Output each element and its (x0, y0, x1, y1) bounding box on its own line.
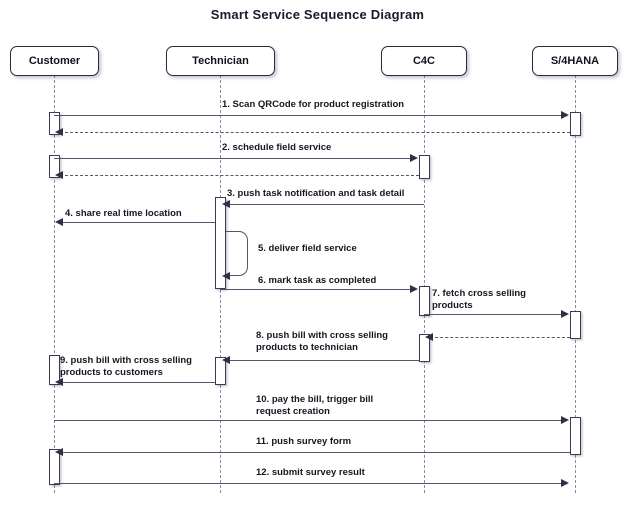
participant-label-s4hana: S/4HANA (550, 55, 600, 67)
participant-technician[interactable]: Technician (166, 46, 275, 76)
activation-s4hana-2 (569, 311, 581, 339)
message-label-12: 12. submit survey result (256, 467, 365, 478)
message-label-11: 11. push survey form (256, 436, 352, 447)
message-arrowhead-7 (561, 310, 569, 318)
message-arrowhead-1-return (55, 128, 63, 136)
participant-label-customer: Customer (28, 55, 81, 67)
message-label-10: 10. pay the bill, trigger bill request c… (256, 394, 374, 417)
message-line-7-return[interactable] (430, 337, 570, 338)
message-arrowhead-5 (222, 272, 230, 280)
message-line-2-return[interactable] (60, 175, 419, 176)
lifeline-c4c (424, 75, 425, 493)
message-arrowhead-8 (222, 356, 230, 364)
message-label-4: 4. share real time location (65, 208, 182, 219)
message-label-5: 5. deliver field service (258, 243, 357, 254)
message-line-6[interactable] (220, 289, 415, 290)
message-line-10[interactable] (54, 420, 566, 421)
message-arrowhead-2-return (55, 171, 63, 179)
message-arrowhead-11 (55, 448, 63, 456)
message-line-9[interactable] (60, 382, 215, 383)
message-selfloop-5[interactable] (226, 231, 248, 276)
message-arrowhead-4 (55, 218, 63, 226)
participant-label-c4c: C4C (412, 55, 435, 67)
message-line-1[interactable] (54, 115, 566, 116)
message-arrowhead-2 (410, 154, 418, 162)
message-label-2: 2. schedule field service (222, 142, 332, 153)
activation-customer-3 (48, 355, 60, 385)
message-label-6: 6. mark task as completed (258, 275, 377, 286)
activation-s4hana-3 (569, 417, 581, 455)
activation-c4c-3 (418, 334, 430, 362)
participant-customer[interactable]: Customer (10, 46, 99, 76)
message-label-8: 8. push bill with cross selling products… (256, 330, 388, 353)
lifeline-s4hana (575, 75, 576, 493)
message-line-4[interactable] (60, 222, 215, 223)
message-line-3[interactable] (226, 204, 424, 205)
lifeline-customer (54, 75, 55, 493)
message-line-11[interactable] (60, 452, 570, 453)
message-arrowhead-1 (561, 111, 569, 119)
message-line-8[interactable] (226, 360, 419, 361)
message-line-7[interactable] (424, 314, 566, 315)
participant-c4c[interactable]: C4C (381, 46, 467, 76)
activation-customer-2 (48, 155, 60, 178)
diagram-title: Smart Service Sequence Diagram (210, 7, 425, 22)
activation-s4hana-1 (569, 112, 581, 136)
activation-technician-1 (214, 197, 226, 289)
participant-label-technician: Technician (192, 55, 249, 67)
message-arrowhead-9 (55, 378, 63, 386)
message-label-1: 1. Scan QRCode for product registration (222, 99, 405, 110)
message-arrowhead-6 (410, 285, 418, 293)
message-line-12[interactable] (54, 483, 566, 484)
activation-customer-1 (48, 112, 60, 135)
activation-c4c-1 (418, 155, 430, 179)
activation-technician-2 (214, 357, 226, 385)
activation-c4c-2 (418, 286, 430, 316)
message-label-3: 3. push task notification and task detai… (227, 188, 405, 199)
message-line-2[interactable] (54, 158, 415, 159)
message-arrowhead-7-return (425, 333, 433, 341)
message-label-7: 7. fetch cross selling products (432, 288, 526, 311)
message-arrowhead-3 (222, 200, 230, 208)
message-arrowhead-10 (561, 416, 569, 424)
message-label-9: 9. push bill with cross selling products… (60, 355, 192, 378)
participant-s4hana[interactable]: S/4HANA (532, 46, 618, 76)
activation-customer-4 (48, 449, 60, 485)
message-arrowhead-12 (561, 479, 569, 487)
message-line-1-return[interactable] (60, 132, 570, 133)
